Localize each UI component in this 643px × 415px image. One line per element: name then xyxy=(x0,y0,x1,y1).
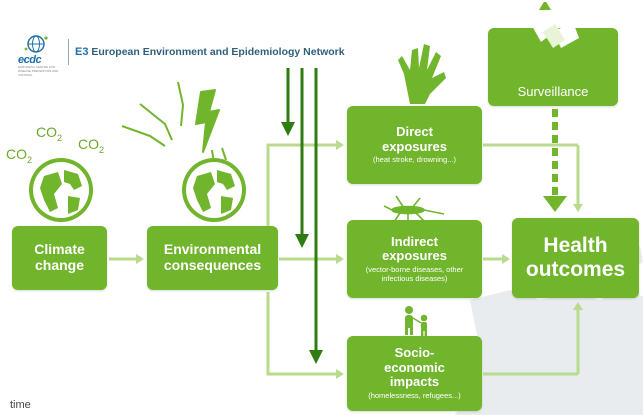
indirect-exposures-title: Indirect exposures xyxy=(381,233,448,264)
ecdc-logo: ecdc EUROPEAN CENTRE FOR DISEASE PREVENT… xyxy=(16,34,64,77)
environmental-consequences-box: Environmental consequences xyxy=(147,226,278,290)
direct-exposures-title: Direct exposures xyxy=(381,124,448,154)
network-title: E3 European Environment and Epidemiology… xyxy=(75,46,345,58)
logo-subtitle: EUROPEAN CENTRE FOR DISEASE PREVENTION A… xyxy=(18,65,59,77)
surveillance-label: Surveillance xyxy=(517,84,589,100)
health-outcomes-box: Health outcomes xyxy=(512,218,639,298)
socio-economic-impacts-subtitle: (homelessness, refugees...) xyxy=(368,391,461,400)
logo-text: ecdc xyxy=(18,54,42,66)
satellite-icon xyxy=(531,2,609,48)
header: ecdc EUROPEAN CENTRE FOR DISEASE PREVENT… xyxy=(16,34,345,77)
surveillance-arrow xyxy=(543,109,567,212)
globe-icon xyxy=(29,158,93,222)
socio-economic-impacts-title: Socio- economic impacts xyxy=(384,345,445,390)
socio-economic-impacts-box: Socio- economic impacts (homelessness, r… xyxy=(347,336,482,411)
co2-label: CO2 xyxy=(36,124,63,143)
environmental-consequences-label: Environmental consequences xyxy=(163,241,262,273)
flow-arrows xyxy=(109,140,583,379)
network-prefix: E3 xyxy=(75,46,89,58)
surveillance-box: Surveillance xyxy=(488,2,618,106)
mosquito-icon xyxy=(383,195,445,223)
globe-icon xyxy=(182,158,246,222)
indirect-exposures-box: Indirect exposures (vector-borne disease… xyxy=(347,220,482,298)
people-icon xyxy=(405,306,428,336)
direct-exposures-subtitle: (heat stroke, drowning...) xyxy=(373,155,456,165)
climate-change-box: Climate change xyxy=(12,226,107,290)
time-label: time xyxy=(10,399,31,411)
direct-exposures-box: Direct exposures (heat stroke, drowning.… xyxy=(347,106,482,184)
co2-label: CO2 xyxy=(6,146,33,165)
health-outcomes-label: Health outcomes xyxy=(525,234,626,281)
network-name: European Environment and Epidemiology Ne… xyxy=(91,46,345,58)
hand-icon xyxy=(398,44,446,104)
ecdc-globe-icon xyxy=(24,35,48,53)
time-arrows xyxy=(281,68,323,364)
co2-label: CO2 xyxy=(78,136,105,155)
climate-change-label: Climate change xyxy=(34,241,85,273)
header-divider xyxy=(68,39,69,65)
lightning-icon xyxy=(121,81,227,165)
indirect-exposures-subtitle: (vector-borne diseases, other infectious… xyxy=(365,264,464,283)
